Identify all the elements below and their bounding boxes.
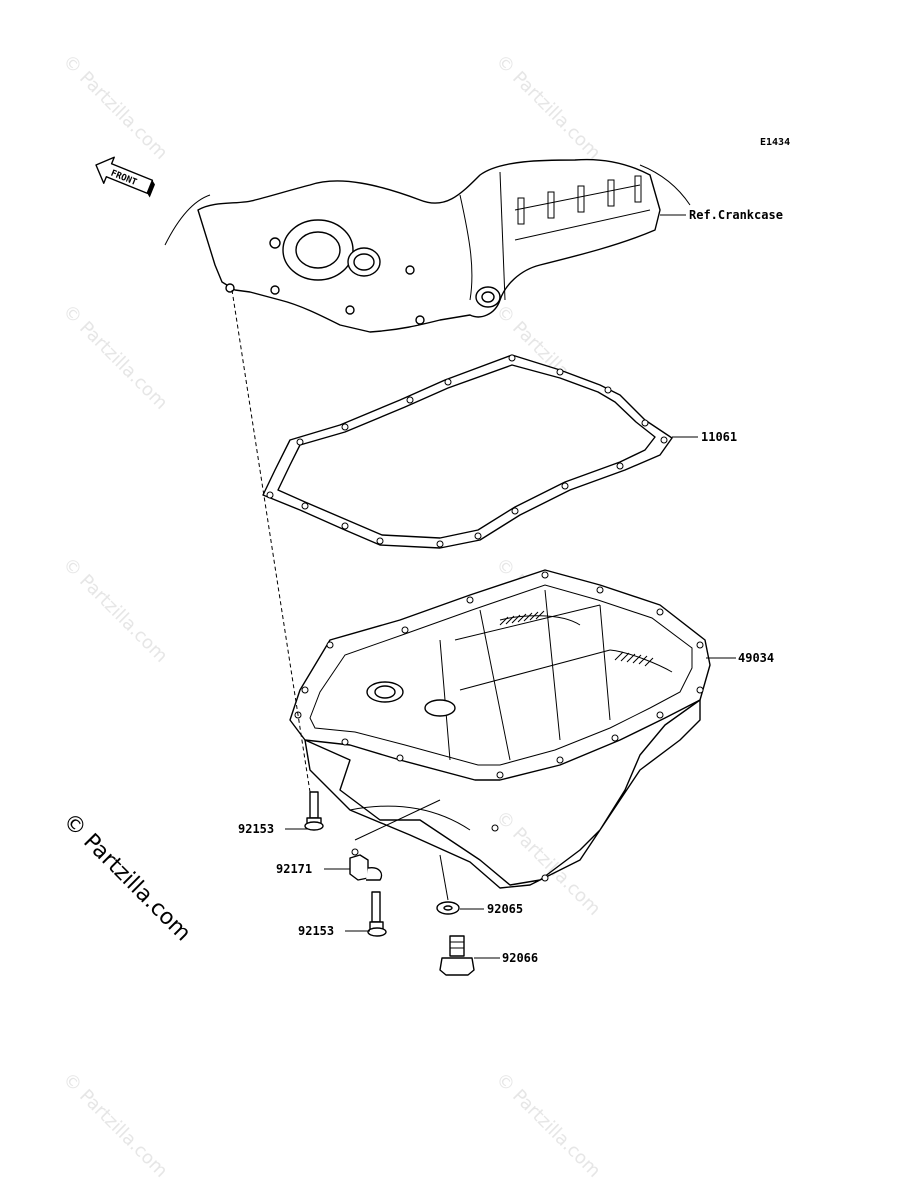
watermark: © Partzilla.com — [58, 554, 171, 667]
front-arrow-icon: FRONT — [95, 156, 155, 198]
diagram-code: E1434 — [760, 137, 790, 148]
clamp-part — [349, 854, 383, 881]
drain-plug-part — [439, 935, 475, 976]
callout-bolt-upper: 92153 — [238, 822, 274, 836]
washer-part — [436, 901, 460, 915]
callout-washer: 92065 — [487, 902, 523, 916]
crankcase-part — [164, 158, 691, 333]
bolt-lower-part — [367, 891, 387, 937]
callout-ref-crankcase: Ref.Crankcase — [689, 208, 783, 222]
callout-bolt-lower: 92153 — [298, 924, 334, 938]
partzilla-watermark: © Partzilla.com — [58, 809, 196, 947]
watermark: © Partzilla.com — [58, 1069, 171, 1182]
callout-clamp: 92171 — [276, 862, 312, 876]
gasket-part — [262, 354, 673, 549]
watermark: © Partzilla.com — [58, 51, 171, 164]
oil-pan-part — [289, 569, 711, 889]
watermark: © Partzilla.com — [58, 301, 171, 414]
watermark: © Partzilla.com — [491, 51, 604, 164]
leader-lines — [231, 214, 736, 959]
watermark: © Partzilla.com — [491, 1069, 604, 1182]
callout-oil-pan: 49034 — [738, 651, 774, 665]
callout-gasket: 11061 — [701, 430, 737, 444]
callout-drain-plug: 92066 — [502, 951, 538, 965]
bolt-upper-part — [304, 791, 324, 831]
